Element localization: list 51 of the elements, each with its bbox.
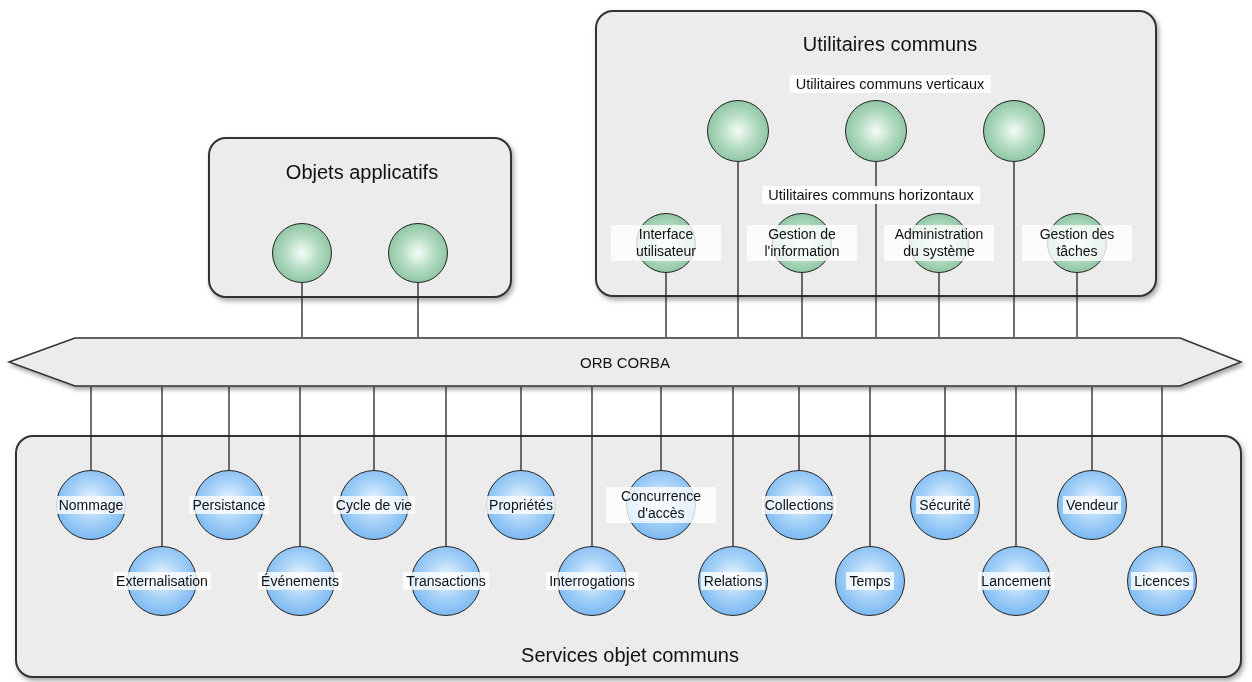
group-panel: [208, 137, 512, 298]
circle-label: Gestion des tâches: [1022, 225, 1132, 261]
connector-line: [869, 386, 871, 547]
circle-label: Gestion de l'information: [747, 225, 857, 261]
connector-line: [665, 272, 667, 338]
circle-label: Administration du système: [884, 225, 994, 261]
connector-line: [301, 282, 303, 338]
connector-line: [875, 161, 877, 338]
circle-label: Propriétés: [486, 495, 556, 515]
connector-line: [1076, 272, 1078, 338]
group-subtitle: Utilitaires communs verticaux: [789, 75, 991, 93]
connector-line: [1161, 386, 1163, 547]
group-panel: [595, 10, 1157, 297]
circle-label: Événements: [258, 571, 342, 591]
connector-line: [445, 386, 447, 547]
circle-label: Interface utilisateur: [611, 225, 721, 261]
connector-line: [732, 386, 734, 547]
circle-label: Concurrence d'accès: [606, 487, 716, 523]
connector-line: [798, 386, 800, 471]
group-title: Objets applicatifs: [285, 160, 439, 184]
node-circle: [388, 223, 448, 283]
connector-line: [801, 272, 803, 338]
group-subtitle: Utilitaires communs horizontaux: [762, 186, 980, 204]
connector-line: [161, 386, 163, 547]
group-title: Utilitaires communs: [802, 32, 978, 56]
connector-line: [373, 386, 375, 471]
circle-label: Transactions: [403, 571, 489, 591]
connector-line: [591, 386, 593, 547]
circle-label: Nommage: [55, 495, 127, 515]
circle-label: Lancement: [978, 571, 1054, 591]
node-circle: [272, 223, 332, 283]
connector-line: [737, 161, 739, 338]
connector-line: [228, 386, 230, 471]
connector-line: [660, 386, 662, 471]
connector-line: [520, 386, 522, 471]
circle-label: Persistance: [189, 495, 269, 515]
connector-line: [944, 386, 946, 471]
circle-label: Externalisation: [113, 571, 211, 591]
connector-line: [1091, 386, 1093, 471]
group-title: Services objet communs: [521, 643, 739, 667]
connector-line: [90, 386, 92, 471]
bus-label: ORB CORBA: [580, 353, 670, 371]
circle-label: Collections: [761, 495, 837, 515]
group-panel: [15, 435, 1242, 678]
connector-line: [1015, 386, 1017, 547]
circle-label: Cycle de vie: [332, 495, 416, 515]
connector-line: [1013, 161, 1015, 338]
circle-label: Interrogations: [546, 571, 638, 591]
connector-line: [417, 282, 419, 338]
connector-line: [299, 386, 301, 547]
connector-line: [938, 272, 940, 338]
